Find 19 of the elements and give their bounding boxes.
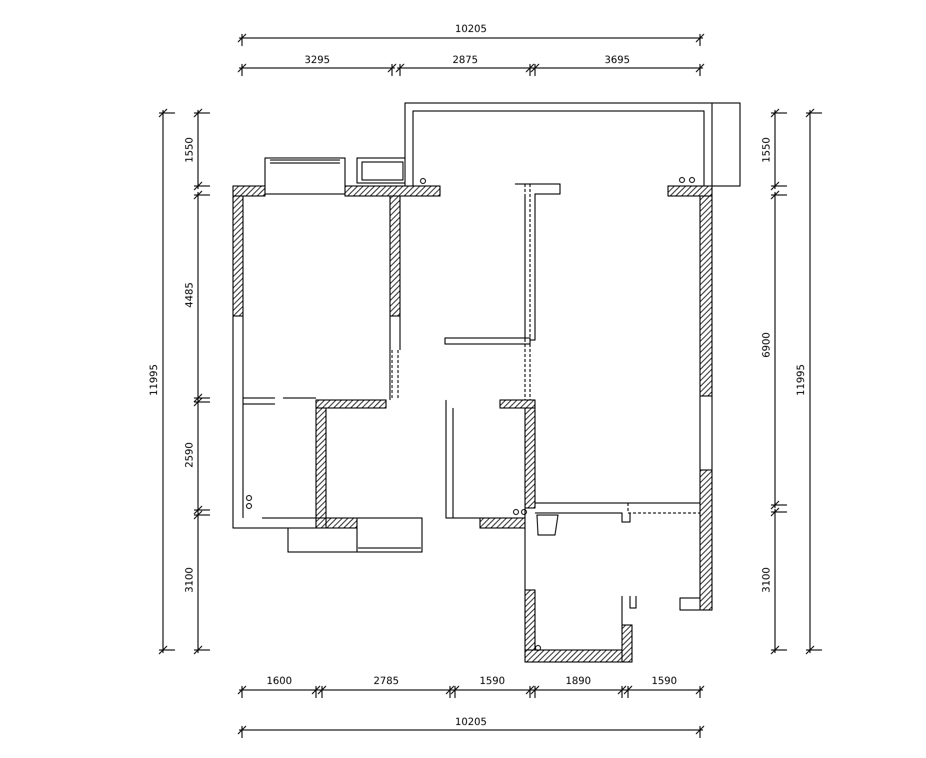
dimension-text: 1890	[566, 676, 591, 688]
dimension-text: 1590	[652, 676, 677, 688]
dimension-text: 2785	[374, 676, 399, 688]
dimension-text: 1550	[761, 137, 774, 163]
dimension-text: 3100	[184, 567, 196, 593]
dimension-text: 2875	[452, 55, 478, 67]
dimension-text: 3100	[761, 567, 774, 593]
dimension-text: 11995	[796, 364, 808, 396]
dimension-text: 10205	[455, 24, 487, 36]
dimension-text: 1590	[480, 676, 505, 688]
dimension-text: 3695	[604, 55, 630, 67]
dimension-text: 1550	[184, 137, 196, 163]
dimension-text: 10205	[455, 717, 487, 729]
dimension-text: 2590	[184, 442, 196, 468]
dimension-text: 6900	[761, 332, 774, 358]
dimension-text: 4485	[184, 282, 196, 308]
dimension-text: 11995	[148, 364, 161, 396]
dimension-text: 3295	[304, 55, 330, 67]
dimension-text: 1600	[266, 676, 292, 688]
